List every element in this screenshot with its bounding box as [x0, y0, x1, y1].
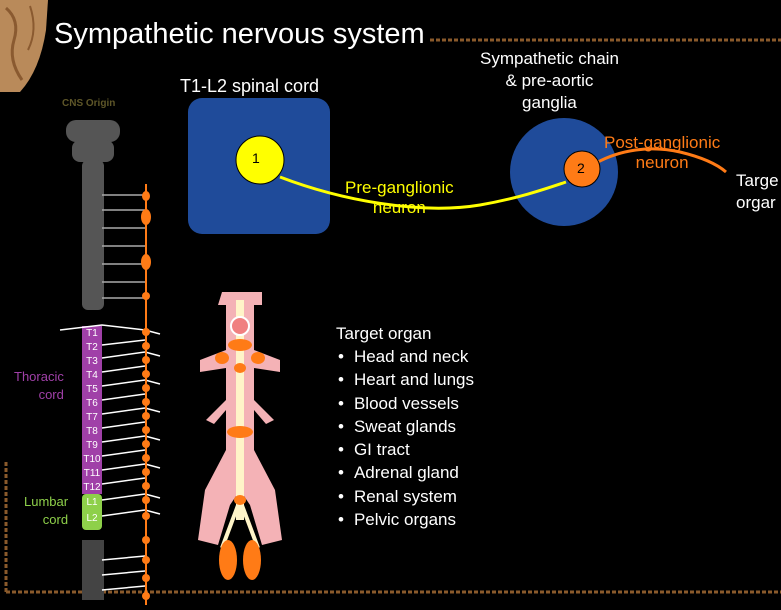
thoracic-label-line: cord	[38, 387, 64, 402]
segment-label: T12	[83, 482, 101, 493]
list-item: Renal system	[336, 485, 474, 508]
thoracic-label-line: Thoracic	[14, 369, 64, 384]
target-label-line: orgar	[736, 193, 776, 212]
neuron-1-body	[235, 135, 285, 185]
list-item: Sweat glands	[336, 415, 474, 438]
chain-label-line: & pre-aortic	[505, 71, 594, 90]
segment-label: L1	[86, 497, 98, 508]
segment-label: T10	[83, 454, 101, 465]
target-label-line: Targe	[736, 171, 779, 190]
post-label-line: neuron	[635, 153, 689, 172]
segment-label: T4	[86, 370, 98, 381]
list-item: Heart and lungs	[336, 368, 474, 391]
walnut-shell-icon	[0, 0, 48, 92]
page-title: Sympathetic nervous system	[54, 18, 425, 50]
neuron-2-body	[563, 150, 601, 188]
chain-ganglia	[141, 191, 151, 600]
neuron-2-number: 2	[577, 160, 585, 176]
pre-ganglionic-axon	[279, 175, 567, 210]
segment-label: T2	[86, 342, 98, 353]
list-item: Adrenal gland	[336, 461, 474, 484]
segment-label: T5	[86, 384, 98, 395]
list-item: Blood vessels	[336, 392, 474, 415]
lumbar-label-line: cord	[42, 512, 69, 527]
segment-label: T7	[86, 412, 98, 423]
spinal-cord-label: T1-L2 spinal cord	[180, 76, 320, 96]
chain-label-line: Sympathetic chain	[480, 49, 619, 68]
neuron-1-number: 1	[252, 150, 260, 166]
thoracic-cord	[82, 326, 102, 494]
segment-label: T1	[86, 328, 98, 339]
pre-label-line: neuron	[372, 198, 426, 217]
post-ganglionic-axon	[595, 147, 727, 174]
thoracolumbar-roots	[59, 324, 161, 591]
sympathetic-chain-label: Sympathetic chain & pre-aortic ganglia	[480, 48, 619, 114]
target-organ-header: Target organ	[336, 324, 432, 343]
post-ganglionic-label: Post-ganglionic neuron	[604, 133, 720, 173]
segment-label: T3	[86, 356, 98, 367]
pre-ganglionic-label: Pre-ganglionic neuron	[345, 178, 454, 218]
aorta-diagram	[198, 292, 282, 580]
target-organ-label: Targe orgar	[736, 170, 779, 214]
thoracic-cord-label: Thoracic cord	[14, 368, 64, 404]
cervical-roots	[102, 194, 145, 299]
segment-label: T9	[86, 440, 98, 451]
segment-label: L2	[86, 513, 98, 524]
segment-label: T8	[86, 426, 98, 437]
slide-frame	[4, 38, 781, 594]
post-label-line: Post-ganglionic	[604, 133, 721, 152]
segment-label: T11	[83, 468, 101, 479]
list-item: Head and neck	[336, 345, 474, 368]
brainstem	[66, 120, 120, 600]
lumbar-cord-label: Lumbar cord	[24, 493, 68, 529]
list-item: Pelvic organs	[336, 508, 474, 531]
target-organ-list: Target organ Head and neck Heart and lun…	[336, 322, 474, 531]
pre-label-line: Pre-ganglionic	[345, 178, 454, 197]
lumbar-label-line: Lumbar	[24, 494, 69, 509]
cns-origin-label: CNS Origin	[62, 98, 116, 109]
list-item: GI tract	[336, 438, 474, 461]
lumbar-cord	[82, 494, 102, 530]
chain-label-line: ganglia	[522, 93, 577, 112]
segment-label: T6	[86, 398, 98, 409]
